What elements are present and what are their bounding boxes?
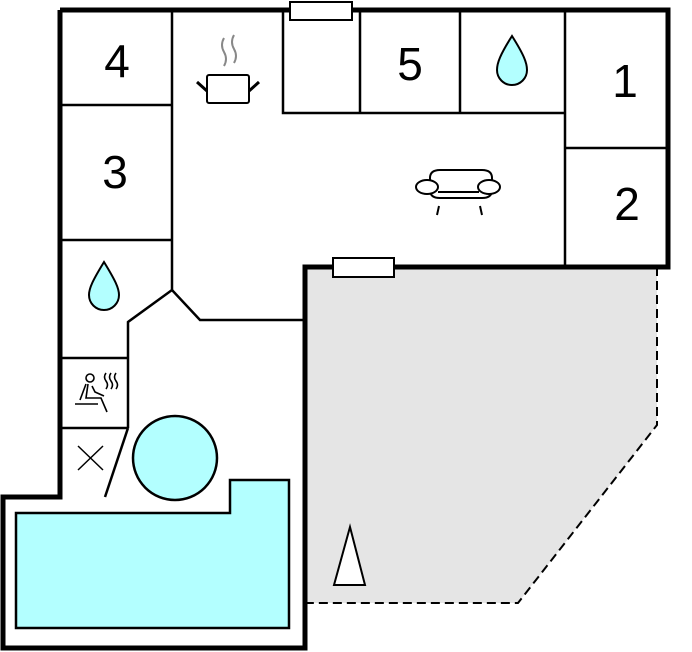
cross-icon: [77, 445, 104, 471]
terrace: [305, 267, 657, 603]
pool: [14, 478, 291, 630]
armchair-icon: [415, 169, 501, 216]
terrace-dashed-edge: [305, 267, 658, 604]
water-drop-icon: [495, 34, 529, 86]
sauna-icon: [75, 372, 119, 413]
room-2-label: 2: [614, 178, 640, 230]
cooking-pot-icon: [195, 34, 261, 104]
water-drop-icon: [87, 260, 121, 311]
window-top: [289, 1, 353, 21]
room-5-label: 5: [397, 38, 423, 90]
room-3-label: 3: [102, 146, 128, 198]
north-arrow-icon: [332, 523, 367, 586]
hot-tub: [131, 414, 219, 502]
exterior-walls: [0, 7, 671, 651]
room-1-label: 1: [612, 55, 638, 107]
window-terrace: [332, 257, 395, 278]
room-4-label: 4: [104, 35, 130, 87]
interior-walls: [60, 10, 668, 498]
